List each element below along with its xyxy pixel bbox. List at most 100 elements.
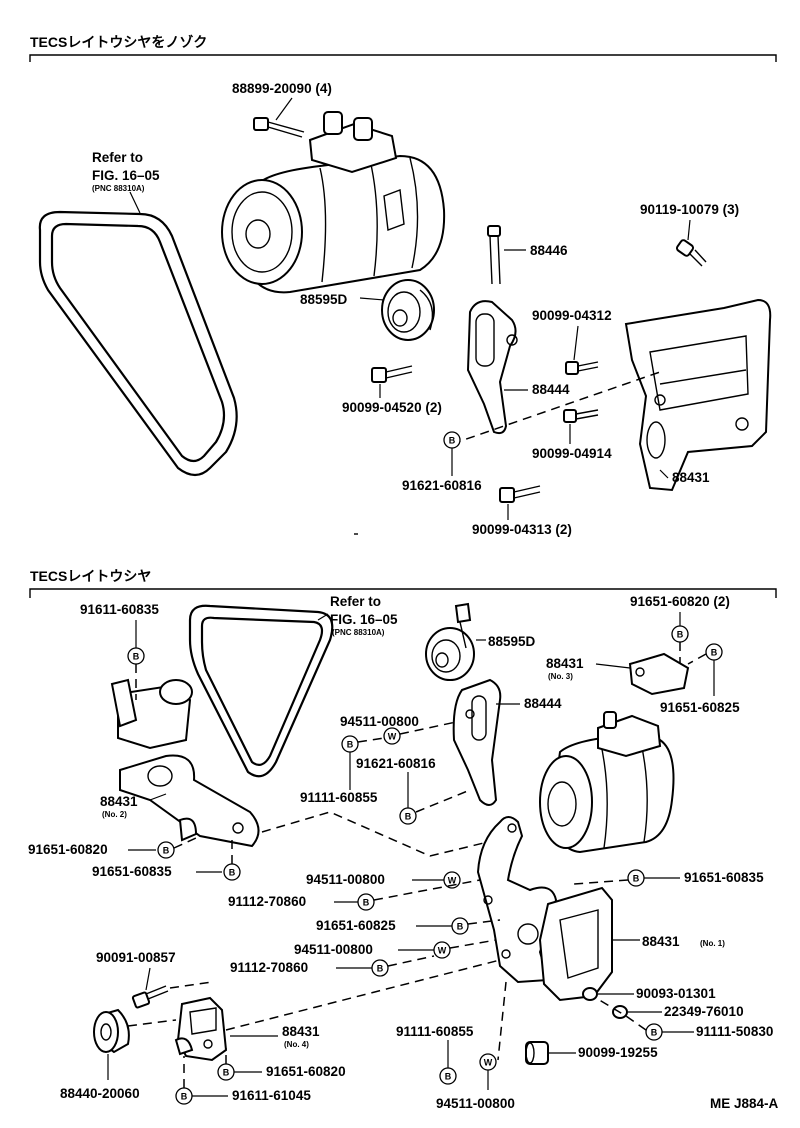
label-88595d-bottom: 88595D <box>488 634 536 649</box>
bolt-badge-91611-60835: B <box>127 647 145 665</box>
washer-badge-94511-d: W <box>479 1053 497 1071</box>
label-88431-no4: 88431 <box>282 1024 320 1039</box>
washer-90093 <box>582 987 598 1001</box>
mounting-line-no2 <box>261 811 497 857</box>
label-94511-b: 94511-00800 <box>306 872 385 887</box>
water-outlet <box>110 678 193 750</box>
label-94511-c: 94511-00800 <box>294 942 373 957</box>
drawing-id: ME J884-A <box>710 1096 779 1111</box>
svg-text:B: B <box>229 868 236 878</box>
bolt-badge-91651-60835-b: B <box>627 869 645 887</box>
bottom-section-bracket <box>29 588 777 598</box>
svg-text:B: B <box>181 1092 188 1102</box>
refer-fig-top: FIG. 16–05 <box>92 168 160 183</box>
drive-belt <box>38 210 238 477</box>
bolt-90099-04914 <box>563 409 599 423</box>
label-91111-60855-b: 91111-60855 <box>396 1024 474 1039</box>
idler-88440 <box>93 1008 130 1054</box>
svg-text:W: W <box>438 946 447 956</box>
label-91651-60820-2: 91651-60820 (2) <box>630 594 730 609</box>
bolt-badge-91111-50830: B <box>645 1023 663 1041</box>
leader-88431-no2 <box>149 793 167 801</box>
label-91651-60825-a: 91651-60825 <box>660 700 740 715</box>
label-90119-10079: 90119-10079 (3) <box>640 202 739 217</box>
label-91621-bottom: 91621-60816 <box>356 756 436 771</box>
bolt-badge-91611-61045: B <box>175 1087 193 1105</box>
mount-line-91651-60820-a <box>173 837 197 849</box>
bolt-badge-91621-top: B <box>443 431 461 449</box>
mount-line-91112-a <box>373 879 481 901</box>
washer-badge-94511-a: W <box>383 727 401 745</box>
label-88444-bottom: 88444 <box>524 696 562 711</box>
label-no1: (No. 1) <box>700 939 725 948</box>
mount-line-94511-a <box>357 721 457 743</box>
leader-88431-top <box>659 469 669 479</box>
leader-90091 <box>145 967 151 991</box>
label-22349-76010: 22349-76010 <box>664 1004 744 1019</box>
bolt-90119 <box>676 239 707 267</box>
label-90099-04313: 90099-04313 (2) <box>472 522 572 537</box>
refer-text-bottom: Refer to <box>330 594 381 609</box>
label-91651-60835-b: 91651-60835 <box>684 870 764 885</box>
bolt-90099-04312 <box>565 361 599 375</box>
mount-line-91621-bottom <box>415 789 471 813</box>
label-94511-d: 94511-00800 <box>436 1096 515 1111</box>
refer-pnc-bottom: (PNC 88310A) <box>332 628 385 637</box>
refer-fig-bottom: FIG. 16–05 <box>330 612 398 627</box>
svg-text:B: B <box>677 630 684 640</box>
svg-text:B: B <box>445 1072 452 1082</box>
drive-belt-bottom <box>188 604 334 778</box>
bolt-badge-91651-60825-b: B <box>451 917 469 935</box>
mount-line-91651-60835-b <box>573 879 629 885</box>
label-88440-20060: 88440-20060 <box>60 1086 140 1101</box>
svg-text:B: B <box>163 846 170 856</box>
bolt-badge-91621-bottom: B <box>399 807 417 825</box>
top-section-title: TECSレイトウシヤをノゾク <box>30 34 207 50</box>
label-88431-no3: 88431 <box>546 656 584 671</box>
label-91651-60835-a: 91651-60835 <box>92 864 172 879</box>
label-90091-00857: 90091-00857 <box>96 950 176 965</box>
label-88431-no1: 88431 <box>642 934 680 949</box>
idler-pulley-top <box>381 279 435 341</box>
svg-text:W: W <box>448 876 457 886</box>
label-94511-a: 94511-00800 <box>340 714 419 729</box>
spacer-90099-19255 <box>525 1041 549 1065</box>
bolt-badge-91111-60855-b: B <box>439 1067 457 1085</box>
bolt-badge-91112-b: B <box>371 959 389 977</box>
label-91611-60835: 91611-60835 <box>80 602 159 617</box>
leader-88899 <box>275 97 293 121</box>
bolt-90099-04313 <box>499 485 541 503</box>
svg-text:B: B <box>223 1068 230 1078</box>
bolt-badge-91651-60835-a: B <box>223 863 241 881</box>
bolt-badge-91651-60820-a: B <box>157 841 175 859</box>
svg-text:B: B <box>347 740 354 750</box>
svg-text:B: B <box>133 652 140 662</box>
mount-line-88440 <box>127 1019 177 1027</box>
label-no2: (No. 2) <box>102 810 127 819</box>
idler-pulley-bottom <box>425 602 475 681</box>
label-no3: (No. 3) <box>548 672 573 681</box>
bolt-badge-91112-a: B <box>357 893 375 911</box>
bolt-badge-91651-60825-a: B <box>705 643 723 661</box>
leader-90099-04312 <box>573 325 579 361</box>
label-88595d-top: 88595D <box>300 292 348 307</box>
bracket-88444-top <box>466 300 518 435</box>
label-91112-a: 91112-70860 <box>228 894 306 909</box>
svg-text:W: W <box>388 732 397 742</box>
label-90099-04914: 90099-04914 <box>532 446 612 461</box>
svg-text:B: B <box>633 874 640 884</box>
mount-line-91112-b <box>387 939 497 967</box>
bracket-88431-top <box>624 298 772 492</box>
mount-line-no1-bottom <box>497 981 507 1061</box>
label-90093-01301: 90093-01301 <box>636 986 716 1001</box>
bracket-88431-no4 <box>174 996 228 1062</box>
label-91651-60820-a: 91651-60820 <box>28 842 108 857</box>
refer-text-top: Refer to <box>92 150 143 165</box>
label-88446: 88446 <box>530 243 568 258</box>
bottom-section-title: TECSレイトウシヤ <box>30 568 151 584</box>
label-no4: (No. 4) <box>284 1040 309 1049</box>
mount-line-no1-right <box>595 997 647 1031</box>
label-90099-04312: 90099-04312 <box>532 308 612 323</box>
label-88431-no2: 88431 <box>100 794 138 809</box>
